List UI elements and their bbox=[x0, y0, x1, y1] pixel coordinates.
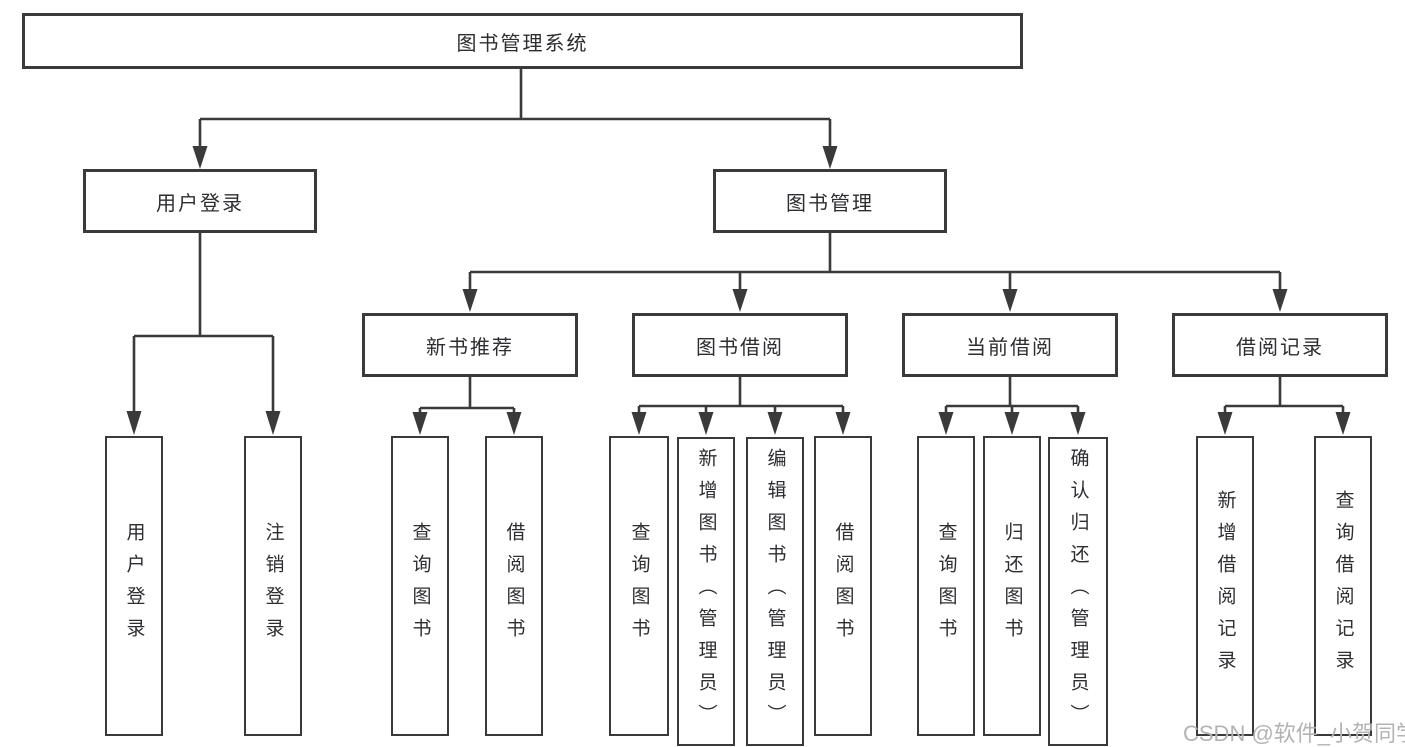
node-login: 用户登录 bbox=[105, 436, 163, 736]
node-label: 新增借阅记录 bbox=[1214, 490, 1236, 682]
node-borrow-records: 借阅记录 bbox=[1172, 313, 1388, 377]
node-query-books-recommend: 查询图书 bbox=[391, 436, 449, 736]
node-label: 用户登录 bbox=[156, 192, 244, 215]
node-label: 借阅图书 bbox=[832, 522, 854, 650]
node-confirm-return-admin: 确认归还（管理员） bbox=[1048, 437, 1108, 746]
node-borrow-books-recommend: 借阅图书 bbox=[485, 436, 543, 736]
node-label: 新增图书（管理员） bbox=[695, 447, 717, 736]
node-borrow-books: 借阅图书 bbox=[814, 436, 872, 736]
node-label: 归还图书 bbox=[1001, 522, 1023, 650]
node-label: 查询借阅记录 bbox=[1332, 490, 1354, 682]
node-user-login: 用户登录 bbox=[83, 169, 317, 233]
node-query-books-current: 查询图书 bbox=[917, 436, 975, 736]
node-label: 查询图书 bbox=[409, 522, 431, 650]
node-query-books-borrow: 查询图书 bbox=[609, 436, 669, 736]
node-label: 新书推荐 bbox=[426, 336, 514, 359]
node-label: 图书管理 bbox=[786, 192, 874, 215]
node-return-book: 归还图书 bbox=[983, 436, 1041, 736]
node-book-management: 图书管理 bbox=[713, 169, 947, 233]
node-label: 查询图书 bbox=[935, 522, 957, 650]
node-logout: 注销登录 bbox=[244, 436, 302, 736]
csdn-watermark: CSDN @软件_小贺同学 bbox=[1183, 721, 1405, 746]
node-label: 借阅记录 bbox=[1236, 336, 1324, 359]
node-book-borrow: 图书借阅 bbox=[632, 313, 848, 377]
node-label: 注销登录 bbox=[262, 522, 284, 650]
node-label: 当前借阅 bbox=[966, 336, 1054, 359]
node-system-root: 图书管理系统 bbox=[22, 13, 1023, 69]
node-add-book-admin: 新增图书（管理员） bbox=[677, 437, 735, 746]
node-query-borrow-record: 查询借阅记录 bbox=[1314, 436, 1372, 736]
node-label: 确认归还（管理员） bbox=[1067, 447, 1089, 736]
node-new-book-recommend: 新书推荐 bbox=[362, 313, 578, 377]
node-edit-book-admin: 编辑图书（管理员） bbox=[746, 437, 804, 746]
node-label: 借阅图书 bbox=[503, 522, 525, 650]
node-add-borrow-record: 新增借阅记录 bbox=[1196, 436, 1254, 736]
node-label: 用户登录 bbox=[123, 522, 145, 650]
node-label: 图书借阅 bbox=[696, 336, 784, 359]
node-label: 查询图书 bbox=[628, 522, 650, 650]
node-label: 图书管理系统 bbox=[456, 32, 589, 55]
node-label: 编辑图书（管理员） bbox=[764, 447, 786, 736]
node-current-borrow: 当前借阅 bbox=[902, 313, 1118, 377]
